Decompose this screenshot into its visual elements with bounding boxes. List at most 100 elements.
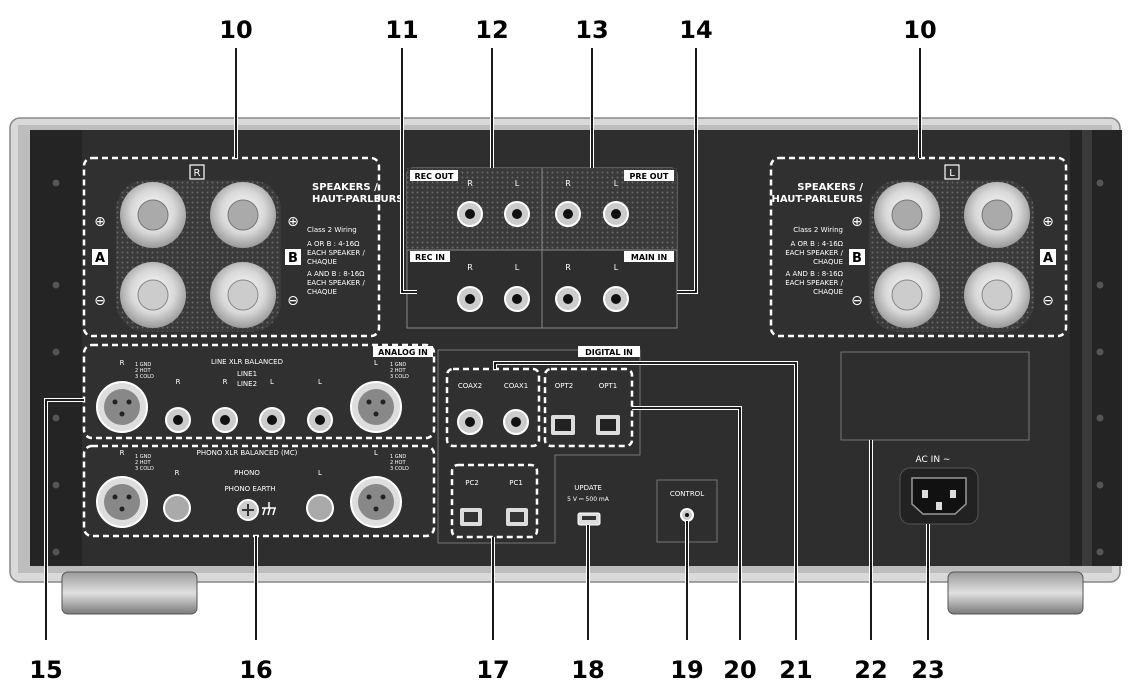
binding-post[interactable] xyxy=(964,182,1030,248)
binding-post[interactable] xyxy=(210,182,276,248)
channel-label: L xyxy=(614,263,619,272)
minus-sign: ⊖ xyxy=(1042,293,1054,309)
callout-number: 23 xyxy=(911,656,944,684)
callout-number: 13 xyxy=(575,16,608,44)
rec-pre-main-block: REC OUT PRE OUT REC IN MAIN IN R L R L R… xyxy=(406,167,678,329)
xlr-socket[interactable] xyxy=(96,476,148,528)
control-port-area: CONTROL xyxy=(656,479,718,543)
xlr-socket[interactable] xyxy=(96,381,148,433)
pre-out-label: PRE OUT xyxy=(629,172,669,181)
update-spec: 5 V ⎓ 500 mA xyxy=(567,496,610,503)
channel-label: R xyxy=(120,359,125,367)
channel-label: L xyxy=(614,179,619,188)
callout-number: 18 xyxy=(571,656,604,684)
channel-label: R xyxy=(175,469,180,477)
speaker-terminals-left-channel: L B ⊕ ⊖ A ⊕ ⊖ SPEAKERS / HAUT-PARLEURS C… xyxy=(769,156,1068,338)
pin-label: 2 HOT xyxy=(390,460,406,466)
terminal-a-label: A xyxy=(1043,251,1053,266)
binding-post[interactable] xyxy=(964,262,1030,328)
pin-label: 1 GND xyxy=(390,454,406,460)
opt2-label: OPT2 xyxy=(555,382,573,390)
speakers-title: HAUT-PARLEURS xyxy=(312,194,404,205)
control-label: CONTROL xyxy=(670,490,704,498)
plus-sign: ⊕ xyxy=(851,214,863,230)
terminal-b-label: B xyxy=(852,251,862,266)
channel-label: R xyxy=(120,449,125,457)
callout-number: 11 xyxy=(385,16,418,44)
line1-label: LINE1 xyxy=(237,370,257,378)
binding-post[interactable] xyxy=(874,262,940,328)
binding-post[interactable] xyxy=(120,182,186,248)
callout-number: 17 xyxy=(476,656,509,684)
aandb-note: CHAQUE xyxy=(307,288,337,296)
callout-number: 12 xyxy=(475,16,508,44)
xlr-socket[interactable] xyxy=(350,381,402,433)
aorb-note: CHAQUE xyxy=(307,258,337,266)
aandb-note: EACH SPEAKER / xyxy=(785,279,843,287)
channel-label: R xyxy=(223,378,228,386)
rating-label-area xyxy=(840,351,1030,441)
aorb-note: EACH SPEAKER / xyxy=(307,249,365,257)
aandb-note: CHAQUE xyxy=(813,288,843,296)
xlr-socket[interactable] xyxy=(350,476,402,528)
channel-label: L xyxy=(374,359,378,367)
digital-in-label: DIGITAL IN xyxy=(585,348,633,357)
aandb-note: A AND B : 8-16Ω xyxy=(307,270,365,278)
phono-panel: PHONO XLR BALANCED (MC) PHONO PHONO EART… xyxy=(82,444,436,538)
callout-number: 16 xyxy=(239,656,272,684)
phono-rca-jack[interactable] xyxy=(306,494,334,522)
pin-label: 3 COLD xyxy=(135,466,154,472)
callout-number: 15 xyxy=(29,656,62,684)
feet xyxy=(61,571,1084,615)
plus-sign: ⊕ xyxy=(1042,214,1054,230)
ac-inlet-area: AC IN ∼ xyxy=(899,455,979,525)
channel-label: L xyxy=(318,469,322,477)
pin-label: 2 HOT xyxy=(390,368,406,374)
digital-in-area: DIGITAL IN COAX2 COAX1 OPT2 OPT1 PC2 PC1 xyxy=(437,346,641,544)
channel-label: R xyxy=(176,378,181,386)
phono-rca-jack[interactable] xyxy=(163,494,191,522)
phono-label: PHONO xyxy=(234,469,260,477)
aorb-note: A OR B : 4-16Ω xyxy=(307,240,360,248)
pc1-label: PC1 xyxy=(509,479,523,487)
channel-label: R xyxy=(467,263,473,272)
callout-number: 10 xyxy=(219,16,252,44)
usb-b-port[interactable] xyxy=(460,508,482,526)
channel-label: L xyxy=(515,179,520,188)
xlr-balanced-label: LINE XLR BALANCED xyxy=(211,358,283,366)
plus-sign: ⊕ xyxy=(287,214,299,230)
rec-out-label: REC OUT xyxy=(414,172,454,181)
optical-jack[interactable] xyxy=(596,415,620,435)
wiring-note: Class 2 Wiring xyxy=(793,226,843,234)
usb-b-port[interactable] xyxy=(506,508,528,526)
phono-xlr-label: PHONO XLR BALANCED (MC) xyxy=(197,449,298,457)
ground-icon xyxy=(262,502,276,516)
binding-post[interactable] xyxy=(120,262,186,328)
speakers-title: HAUT-PARLEURS xyxy=(772,194,864,205)
ac-in-label: AC IN ∼ xyxy=(916,455,951,465)
phono-earth-terminal[interactable] xyxy=(237,499,259,521)
phono-earth-label: PHONO EARTH xyxy=(224,485,275,493)
ac-power-inlet[interactable] xyxy=(911,477,967,515)
binding-post[interactable] xyxy=(874,182,940,248)
aorb-note: EACH SPEAKER / xyxy=(785,249,843,257)
minus-sign: ⊖ xyxy=(287,293,299,309)
speakers-title: SPEAKERS / xyxy=(797,182,863,193)
pin-label: 3 COLD xyxy=(390,374,409,380)
optical-jack[interactable] xyxy=(551,415,575,435)
coax2-label: COAX2 xyxy=(458,382,482,390)
channel-label: R xyxy=(194,168,201,179)
channel-label: L xyxy=(270,378,274,386)
minus-sign: ⊖ xyxy=(94,293,106,309)
terminal-a-label: A xyxy=(95,251,105,266)
binding-post[interactable] xyxy=(210,262,276,328)
aorb-note: CHAQUE xyxy=(813,258,843,266)
pin-label: 3 COLD xyxy=(135,374,154,380)
pin-label: 1 GND xyxy=(135,362,151,368)
callout-number: 10 xyxy=(903,16,936,44)
callout-number: 21 xyxy=(779,656,812,684)
pin-label: 2 HOT xyxy=(135,368,151,374)
channel-label: L xyxy=(949,168,955,179)
pc2-label: PC2 xyxy=(465,479,479,487)
aandb-note: A AND B : 8-16Ω xyxy=(785,270,843,278)
